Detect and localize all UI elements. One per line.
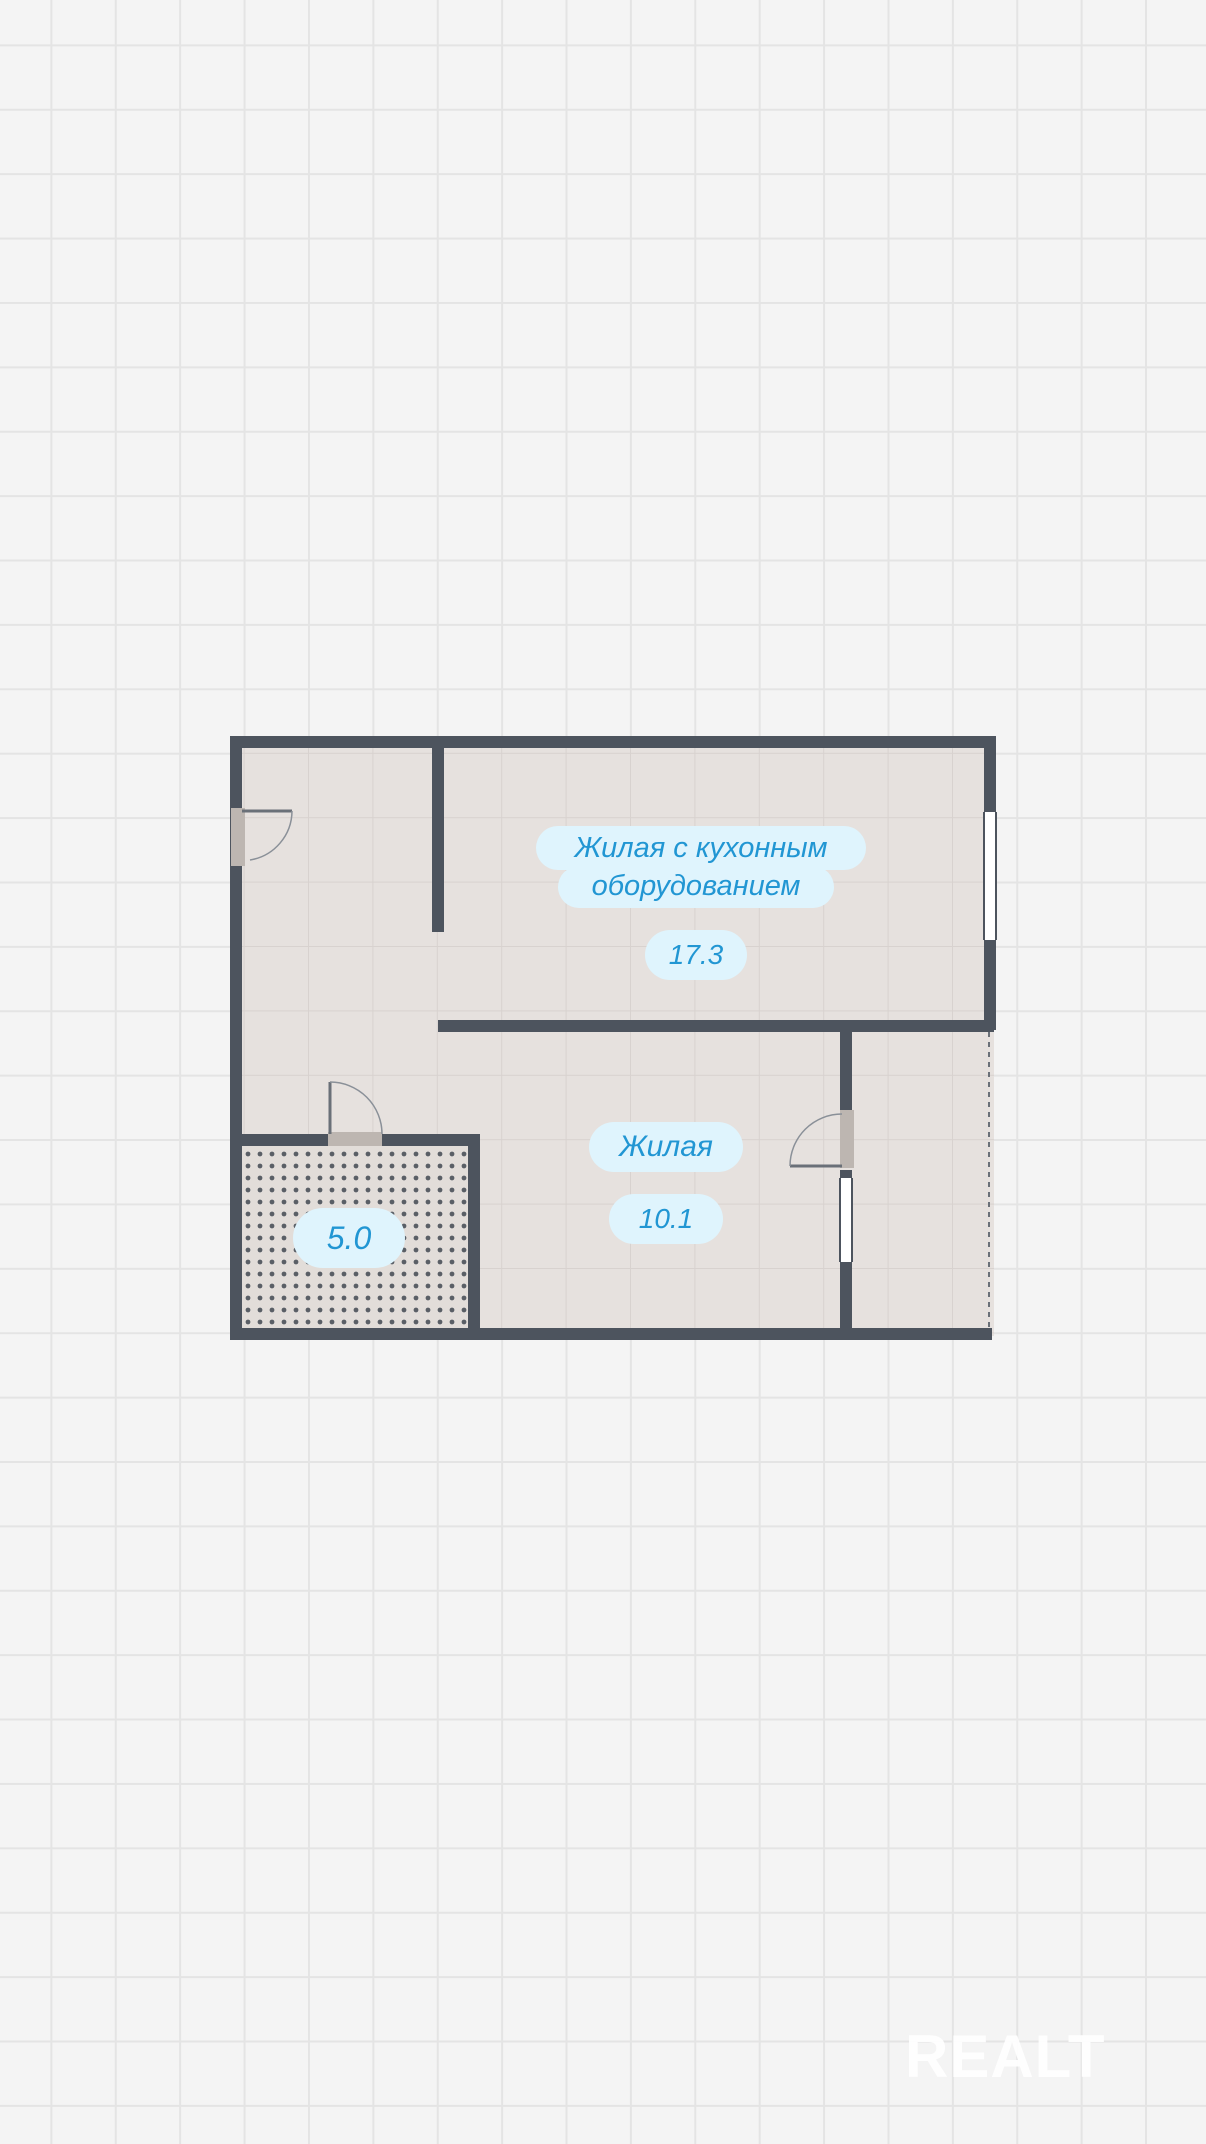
balcony-door-icon	[789, 1110, 854, 1168]
realt-logo: REALT	[905, 2023, 1106, 2090]
storage-door-icon	[328, 1081, 383, 1146]
room-label-kitchen-living-line2: оборудованием	[558, 866, 834, 908]
entrance-door-icon	[231, 808, 293, 866]
room-label-kitchen-living-line1: Жилая с кухонным	[536, 826, 866, 870]
window-kitchen	[983, 812, 997, 940]
room-label-living: Жилая	[589, 1122, 743, 1172]
room-area-storage: 5.0	[293, 1208, 405, 1268]
window-balcony	[839, 1178, 853, 1262]
room-area-kitchen-living: 17.3	[645, 930, 747, 980]
room-area-living: 10.1	[609, 1194, 723, 1244]
